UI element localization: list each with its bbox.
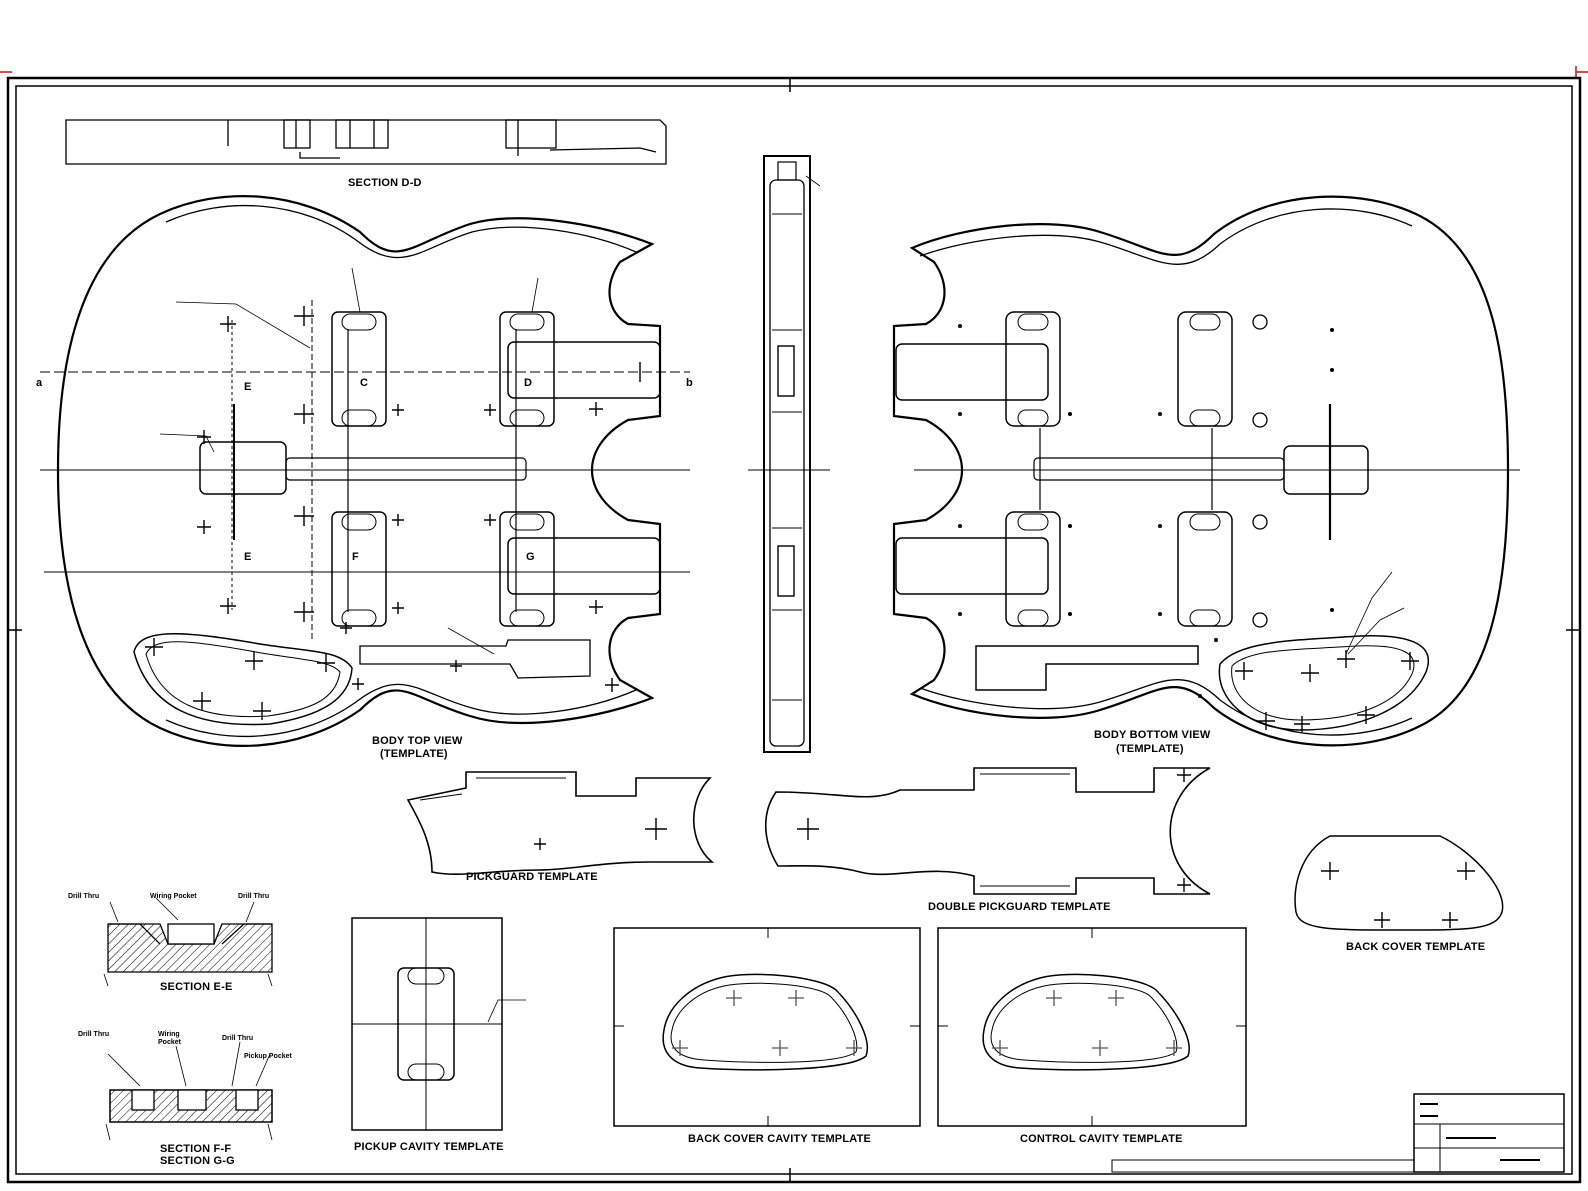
double-pickguard-crosshair bbox=[797, 768, 1191, 892]
pickguard-template bbox=[406, 771, 715, 876]
back-cover-cavity-label: BACK COVER CAVITY TEMPLATE bbox=[688, 1133, 871, 1145]
bottom-view-label: BODY BOTTOM VIEW bbox=[1094, 729, 1211, 741]
sheet-border bbox=[6, 76, 1582, 1184]
bottom-view-crosshairs bbox=[1235, 650, 1419, 732]
svg-text:Drill Thru: Drill Thru bbox=[238, 893, 269, 900]
svg-text:Drill Thru: Drill Thru bbox=[68, 893, 99, 900]
svg-text:Wiring Pocket: Wiring Pocket bbox=[150, 893, 197, 900]
svg-text:D: D bbox=[524, 377, 532, 389]
back-cover-template bbox=[1294, 835, 1504, 931]
top-view-label: BODY TOP VIEW bbox=[372, 735, 463, 747]
svg-text:F: F bbox=[352, 551, 359, 563]
top-view-crosshairs bbox=[145, 306, 641, 720]
section-dd-label: SECTION D-D bbox=[348, 177, 422, 189]
top-view-markers: a b C D E E F G bbox=[36, 377, 693, 563]
svg-text:Wiring: Wiring bbox=[158, 1031, 180, 1038]
svg-text:Drill Thru: Drill Thru bbox=[78, 1031, 109, 1038]
body-top-view bbox=[40, 195, 690, 747]
pickguard-crosshair bbox=[534, 818, 667, 850]
section-ee-label: SECTION E-E bbox=[160, 981, 233, 993]
svg-text:E: E bbox=[244, 551, 252, 563]
section-dd-drawing bbox=[65, 119, 667, 165]
top-view-sublabel: (TEMPLATE) bbox=[380, 748, 448, 760]
bottom-view-sublabel: (TEMPLATE) bbox=[1116, 743, 1184, 755]
control-cavity-crosshairs bbox=[992, 990, 1182, 1056]
back-cover-cavity-crosshairs bbox=[672, 990, 862, 1056]
svg-text:b: b bbox=[686, 377, 693, 389]
section-ff-label: SECTION F-F bbox=[160, 1143, 231, 1155]
section-gg-label: SECTION G-G bbox=[160, 1155, 235, 1167]
section-ee-drawing bbox=[103, 897, 273, 987]
body-bottom-view bbox=[892, 195, 1520, 747]
bottom-view-dots bbox=[958, 324, 1334, 698]
back-cover-label: BACK COVER TEMPLATE bbox=[1346, 941, 1485, 953]
body-bottom-outline bbox=[892, 195, 1510, 747]
pickup-cavity-label: PICKUP CAVITY TEMPLATE bbox=[354, 1141, 504, 1153]
svg-text:G: G bbox=[526, 551, 535, 563]
svg-text:Drill Thru: Drill Thru bbox=[222, 1035, 253, 1042]
double-pickguard-template bbox=[764, 767, 1211, 895]
pickguard-label: PICKGUARD TEMPLATE bbox=[466, 871, 598, 883]
svg-text:Pocket: Pocket bbox=[158, 1039, 182, 1046]
control-cavity-label: CONTROL CAVITY TEMPLATE bbox=[1020, 1133, 1183, 1145]
crop-marks bbox=[0, 66, 1588, 78]
double-pickguard-label: DOUBLE PICKGUARD TEMPLATE bbox=[928, 901, 1111, 913]
body-top-outline bbox=[56, 195, 662, 747]
section-ff-drawing bbox=[105, 1041, 273, 1141]
side-profile bbox=[748, 155, 830, 753]
pickup-cavity-template bbox=[351, 917, 526, 1131]
section-ee-notes: Drill Thru Wiring Pocket Drill Thru bbox=[68, 893, 269, 900]
back-cover-crosshairs bbox=[1321, 862, 1475, 928]
control-cavity-template bbox=[937, 927, 1247, 1127]
svg-text:a: a bbox=[36, 377, 43, 389]
title-block bbox=[1111, 1093, 1565, 1173]
section-ff-notes: Drill Thru Wiring Pocket Drill Thru Pick… bbox=[78, 1031, 293, 1060]
svg-text:E: E bbox=[244, 381, 252, 393]
svg-text:Pickup Pocket: Pickup Pocket bbox=[244, 1053, 293, 1060]
svg-text:C: C bbox=[360, 377, 368, 389]
back-cover-cavity-template bbox=[613, 927, 921, 1127]
